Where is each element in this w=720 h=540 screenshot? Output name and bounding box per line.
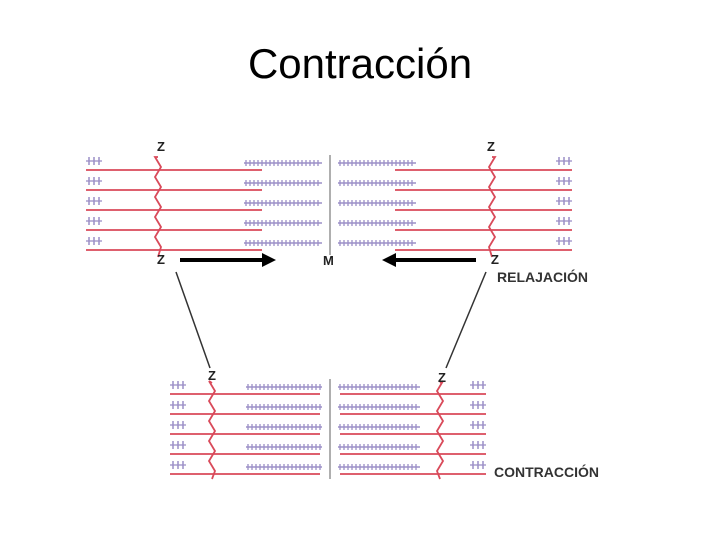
z-line-right: [487, 156, 497, 258]
contracted-sarcomere: [170, 379, 486, 480]
relaxed-sarcomere: [86, 155, 572, 258]
z-label-top-left: Z: [157, 139, 165, 154]
m-label: M: [323, 253, 334, 268]
z-line-right: [435, 380, 445, 480]
z-label-contracted-right: Z: [438, 370, 446, 385]
arrow-left-head: [382, 253, 396, 267]
slide-title: Contracción: [247, 40, 473, 87]
z-label-bottom-left: Z: [157, 252, 165, 267]
z-line-left: [207, 380, 217, 480]
connector-line-right: [445, 271, 487, 369]
z-label-top-right: Z: [487, 139, 495, 154]
contraction-label: CONTRACCIÓN: [494, 463, 599, 480]
z-line-left: [153, 156, 163, 258]
relaxation-label: RELAJACIÓN: [497, 268, 588, 285]
connector-line-left: [175, 271, 211, 369]
arrow-right-head: [262, 253, 276, 267]
z-label-contracted-left: Z: [208, 368, 216, 383]
z-label-bottom-right: Z: [491, 252, 499, 267]
